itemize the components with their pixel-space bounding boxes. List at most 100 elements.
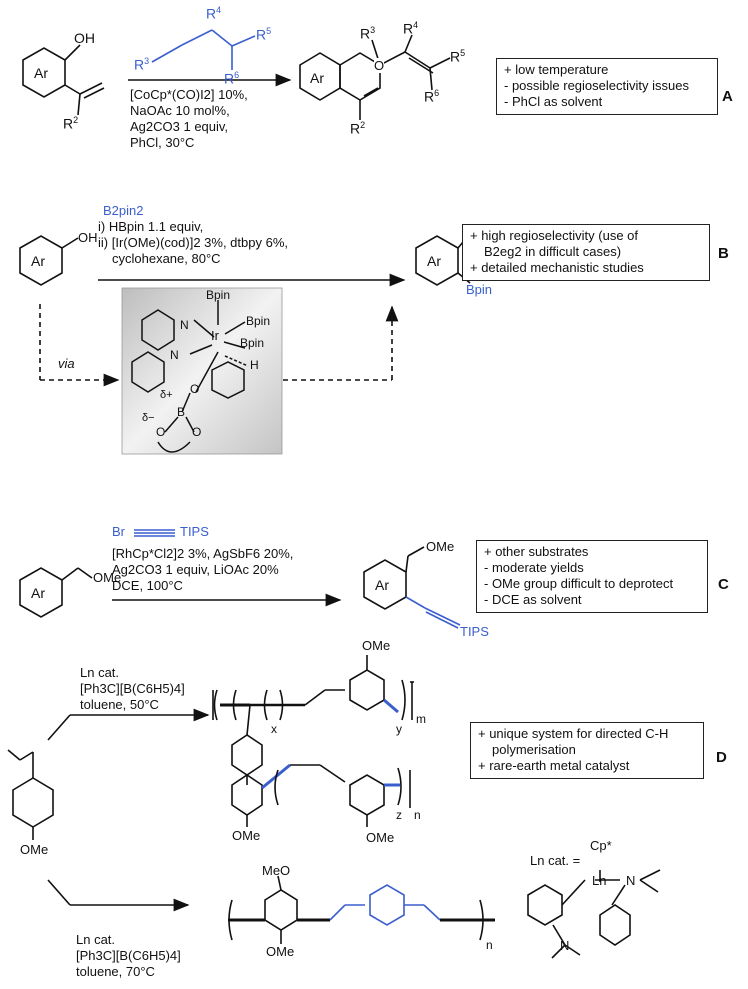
r3-superscript: 3: [144, 56, 150, 66]
r-label: R: [450, 48, 461, 65]
a-product-r5: R5: [450, 48, 465, 65]
a-notes-box: + low temperature - possible regioselect…: [496, 58, 718, 115]
r5-superscript: 5: [266, 26, 272, 36]
b-notes-box: + high regioselectivity (use of B2eg2 in…: [462, 224, 710, 281]
a-substrate-ar: Ar: [34, 65, 48, 81]
d-notes-box: + unique system for directed C-H polymer…: [470, 722, 704, 779]
scheme-a: [22, 29, 451, 120]
ir-delta-minus: δ−: [142, 412, 155, 424]
c-condition-line: DCE, 100°C: [112, 578, 183, 593]
ir-bpin-top: Bpin: [206, 288, 231, 302]
d-conditions-top: Ln cat. [Ph3C][B(C6H5)4] toluene, 50°C: [80, 665, 185, 713]
d-condition-line: toluene, 70°C: [76, 964, 155, 979]
b-condition-line: ii) [Ir(OMe)(cod)]2 3%, dtbpy 6%,: [98, 235, 288, 250]
r-label: R: [256, 26, 267, 43]
d-conditions-bottom: Ln cat. [Ph3C][B(C6H5)4] toluene, 70°C: [76, 932, 181, 980]
b-reagent: B2pin2: [103, 203, 144, 218]
a-product-ar: Ar: [310, 70, 324, 86]
scheme-c: [19, 529, 461, 629]
scheme-label-d: D: [716, 749, 727, 766]
b-note: + detailed mechanistic studies: [470, 260, 644, 275]
r-label: R: [224, 70, 235, 87]
a-substrate-oh: OH: [74, 30, 95, 46]
r5-superscript: 5: [460, 48, 466, 58]
b-note: B2eg2 in difficult cases): [484, 244, 622, 259]
c-notes-box: + other substrates - moderate yields - O…: [476, 540, 708, 613]
c-product-ome: OMe: [426, 539, 455, 554]
r-label: R: [424, 88, 435, 105]
d-polymer-ome-top: OMe: [362, 638, 391, 653]
d-catalyst-cp: Cp*: [590, 838, 612, 853]
d-catalyst-n-left: N: [560, 938, 570, 953]
a-condition-line: PhCl, 30°C: [130, 135, 195, 150]
a-note: - PhCl as solvent: [504, 94, 603, 109]
c-substrate-ome: OMe: [93, 570, 122, 585]
c-condition-line: Ag2CO3 1 equiv, LiOAc 20%: [112, 562, 279, 577]
c-condition-line: [RhCp*Cl2]2 3%, AgSbF6 20%,: [112, 546, 294, 561]
b-substrate-ring: [19, 235, 63, 286]
scheme-label-a: A: [722, 88, 733, 105]
d-polymer-y: y: [396, 722, 402, 736]
d-note: polymerisation: [492, 742, 576, 757]
ir-delta-plus: δ+: [160, 389, 173, 401]
r2-superscript: 2: [360, 120, 366, 130]
scheme-b: [19, 235, 471, 387]
b-condition-line: cyclohexane, 80°C: [112, 251, 221, 266]
a-product-r4: R4: [403, 20, 418, 37]
b-via-label: via: [58, 356, 75, 371]
c-product-tips: TIPS: [460, 624, 489, 639]
ir-h: H: [250, 358, 259, 372]
d-polymer-n: n: [414, 808, 421, 822]
b-conditions: i) HBpin 1.1 equiv, ii) [Ir(OMe)(cod)]2 …: [98, 219, 288, 267]
d-substrate-ome: OMe: [20, 842, 49, 857]
a-reagent-r6: R6: [224, 70, 239, 87]
c-reagent-br: Br: [112, 524, 125, 539]
a-reagent-r5: R5: [256, 26, 271, 43]
r6-superscript: 6: [234, 70, 240, 80]
d-polymer-z: z: [396, 808, 402, 822]
ir-b: B: [177, 405, 186, 419]
a-conditions: [CoCp*(CO)I2] 10%, NaOAc 10 mol%, Ag2CO3…: [130, 87, 248, 151]
d-condition-line: toluene, 50°C: [80, 697, 159, 712]
a-condition-line: NaOAc 10 mol%,: [130, 103, 230, 118]
d-condition-line: [Ph3C][B(C6H5)4]: [80, 681, 185, 696]
b-product-bpin: Bpin: [466, 282, 493, 297]
a-condition-line: [CoCp*(CO)I2] 10%,: [130, 87, 248, 102]
c-conditions: [RhCp*Cl2]2 3%, AgSbF6 20%, Ag2CO3 1 equ…: [112, 546, 293, 594]
r-label: R: [206, 5, 217, 22]
d-note: + unique system for directed C-H: [478, 726, 669, 741]
scheme-d: [7, 655, 661, 959]
ir-o: O: [190, 382, 200, 396]
r2-superscript: 2: [73, 115, 79, 125]
d-catalyst-label: Ln cat. =: [530, 853, 581, 868]
d-condition-line: Ln cat.: [76, 932, 116, 947]
d-condition-line: [Ph3C][B(C6H5)4]: [76, 948, 181, 963]
b-substrate-oh: OH: [78, 230, 98, 245]
d-condition-line: Ln cat.: [80, 665, 120, 680]
d-polymer-m: m: [416, 712, 426, 726]
a-product-r3: R3: [360, 25, 375, 42]
b-substrate-ar: Ar: [31, 253, 45, 269]
d-note: + rare-earth metal catalyst: [478, 758, 630, 773]
c-substrate-ar: Ar: [31, 585, 45, 601]
ir-n-lower: N: [170, 348, 179, 362]
a-note: + low temperature: [504, 62, 609, 77]
r-label: R: [403, 20, 414, 37]
r-label: R: [134, 56, 145, 73]
b-note: + high regioselectivity (use of: [470, 228, 639, 243]
d-polymer-ome-left: OMe: [232, 828, 261, 843]
c-reagent-tips: TIPS: [180, 524, 209, 539]
a-product-r2: R2: [350, 120, 365, 137]
ir-o-right: O: [192, 425, 202, 439]
a-reagent-r3: R3: [134, 56, 149, 73]
scheme-label-c: C: [718, 576, 729, 593]
b-product-ar: Ar: [427, 253, 441, 269]
d-polymer2-n: n: [486, 938, 493, 952]
d-polymer2-meo: MeO: [262, 863, 291, 878]
r4-superscript: 4: [216, 5, 222, 15]
d-catalyst-ln: Ln: [592, 873, 607, 888]
b-condition-line: i) HBpin 1.1 equiv,: [98, 219, 204, 234]
a-product-o: O: [374, 58, 385, 73]
ir-o-left: O: [156, 425, 166, 439]
ir-bpin-right: Bpin: [246, 314, 271, 328]
